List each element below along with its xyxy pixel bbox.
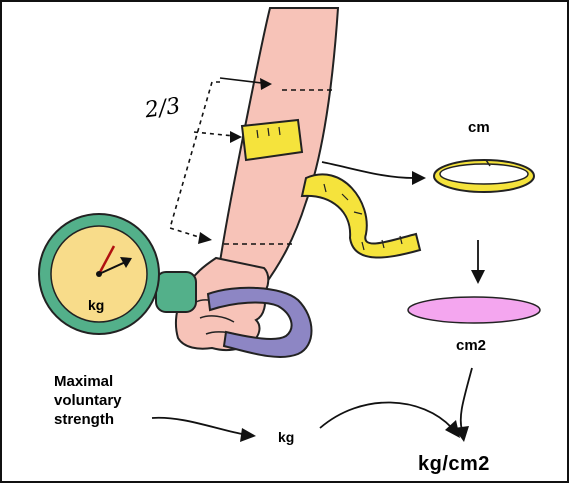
area-unit-label: cm2 [456, 338, 486, 353]
cross-section-area-icon [408, 297, 540, 323]
fraction-label: 2/3 [144, 96, 182, 123]
dial-unit-label: kg [88, 298, 104, 312]
strength-unit-label: kg [278, 430, 294, 444]
result-unit-label: kg/cm2 [418, 454, 490, 474]
circumference-ring-icon [434, 160, 534, 192]
strength-label: Maximal voluntary strength [54, 372, 174, 429]
circumference-unit-label: cm [468, 120, 490, 135]
